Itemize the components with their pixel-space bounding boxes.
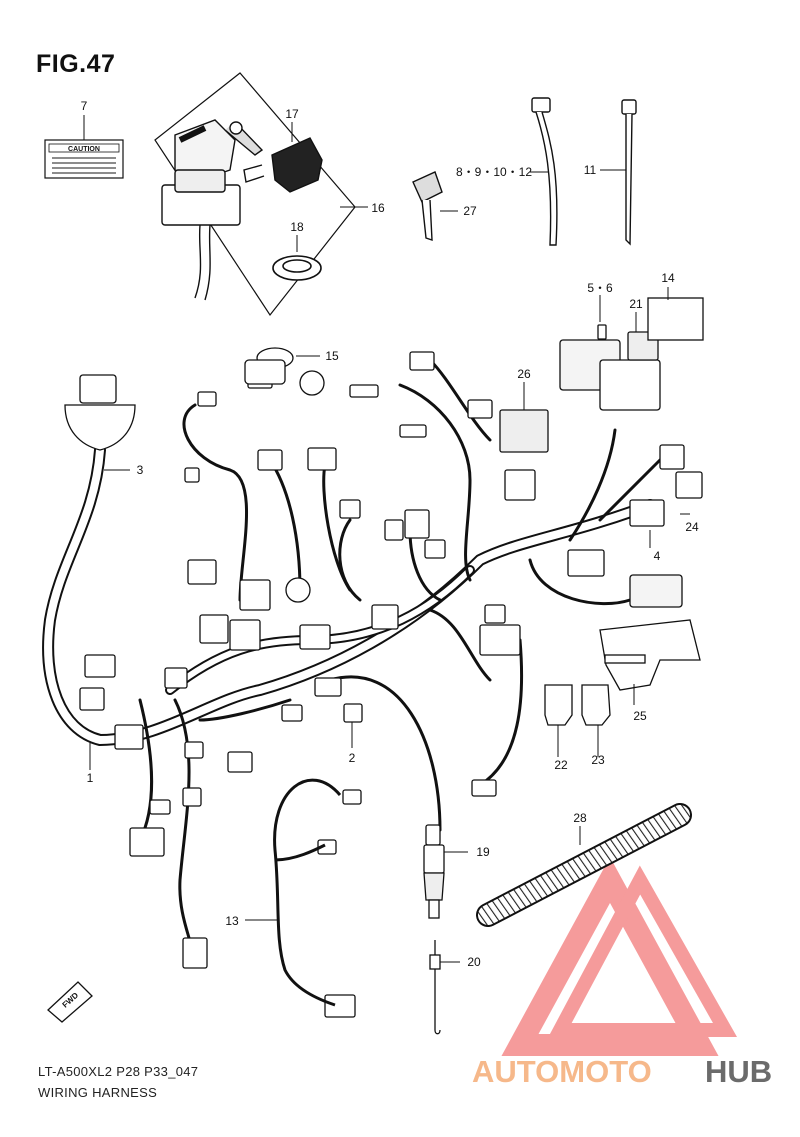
boot-22 xyxy=(544,684,573,726)
callout-19: 19 xyxy=(476,845,490,859)
cable-tie-8 xyxy=(531,97,558,246)
callout-5-6: 5・6 xyxy=(587,281,613,295)
corrugated-tube-28 xyxy=(476,803,692,927)
socket-15 xyxy=(244,347,325,396)
caution-label: CAUTION xyxy=(44,139,124,179)
callout-14: 14 xyxy=(661,271,675,285)
figure-title: FIG.47 xyxy=(36,50,116,78)
clip-20 xyxy=(429,940,441,1035)
callout-24: 24 xyxy=(685,520,699,534)
callout-leaders xyxy=(83,115,690,963)
diagram-code: LT-A500XL2 P28 P33_047 xyxy=(38,1064,199,1079)
callout-13: 13 xyxy=(225,914,239,928)
callout-16: 16 xyxy=(371,201,385,215)
caution-text: CAUTION xyxy=(68,146,100,153)
callout-25: 25 xyxy=(633,709,647,723)
callout-4: 4 xyxy=(654,549,661,563)
cable-tie-11 xyxy=(621,99,637,246)
main-harness xyxy=(42,358,662,962)
callout-22: 22 xyxy=(554,758,568,772)
callout-23: 23 xyxy=(591,753,605,767)
callout-11: 11 xyxy=(584,163,597,177)
callout-7: 7 xyxy=(81,99,88,113)
callout-26: 26 xyxy=(517,367,531,381)
watermark-text: AUTOMOTO HUB xyxy=(472,1054,772,1089)
ignition-switch xyxy=(161,119,264,301)
harness-connectors xyxy=(64,297,704,1018)
callout-8-9-10-12: 8・9・10・12 xyxy=(456,165,532,179)
bracket-25 xyxy=(599,619,701,691)
callout-15: 15 xyxy=(325,349,339,363)
callout-3: 3 xyxy=(137,463,144,477)
watermark-logo xyxy=(501,857,738,1056)
callout-labels: 7 17 16 18 27 8・9・10・12 11 14 5・6 21 15 … xyxy=(81,99,699,969)
boot-23 xyxy=(581,684,611,726)
callout-2: 2 xyxy=(349,751,356,765)
callout-27: 27 xyxy=(463,204,477,218)
fwd-arrow: FWD xyxy=(47,981,93,1023)
callout-21: 21 xyxy=(629,297,643,311)
callout-1: 1 xyxy=(87,771,94,785)
sub-harness-13 xyxy=(273,778,342,1007)
callout-28: 28 xyxy=(573,811,587,825)
callout-18: 18 xyxy=(290,220,304,234)
diagram-name: WIRING HARNESS xyxy=(38,1085,158,1100)
spare-key-27 xyxy=(412,171,443,241)
watermark-text-b: HUB xyxy=(705,1054,772,1089)
callout-20: 20 xyxy=(467,955,481,969)
callout-17: 17 xyxy=(285,107,299,121)
nut-18 xyxy=(272,255,322,281)
key-17 xyxy=(243,137,323,193)
sensor-19 xyxy=(423,824,445,919)
watermark-text-a: AUTOMOTO xyxy=(472,1054,652,1089)
